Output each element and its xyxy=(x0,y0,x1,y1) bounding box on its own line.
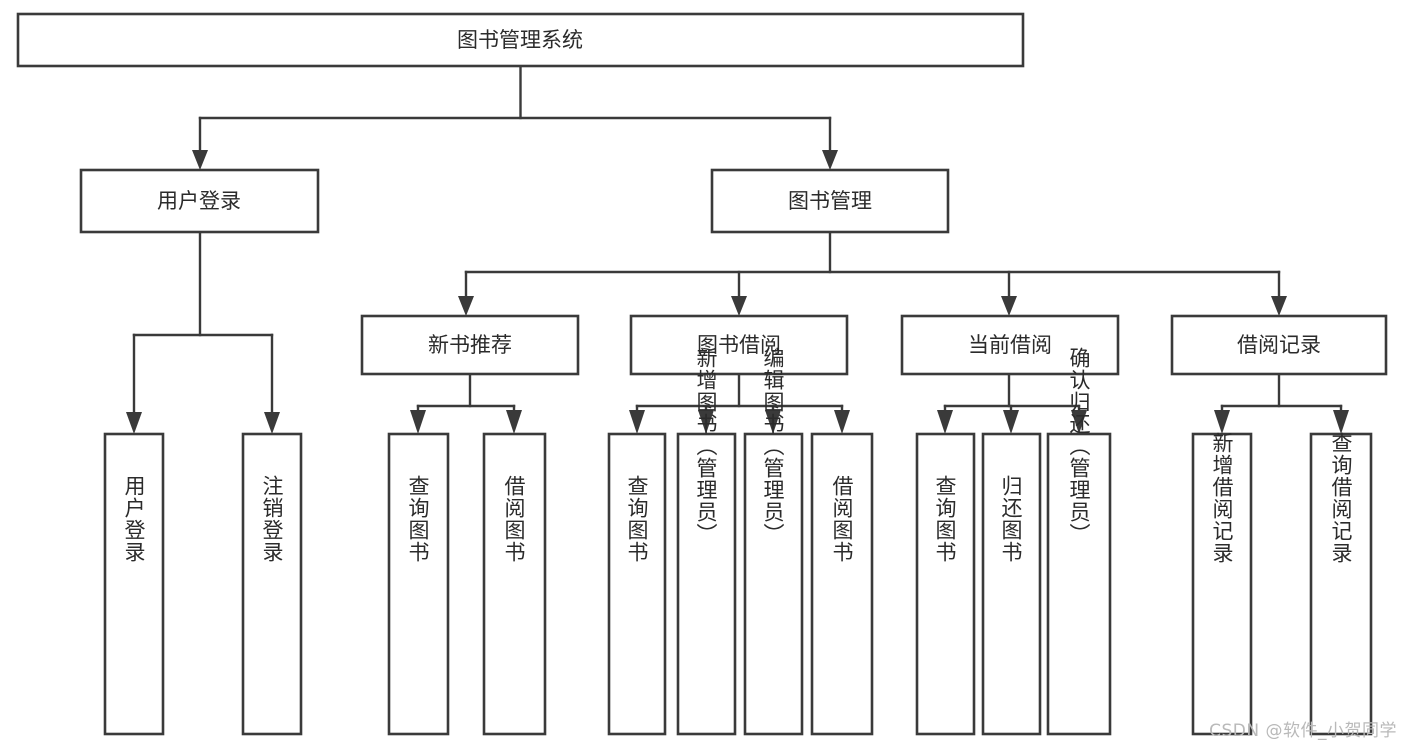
node-leaf-confirm-return[interactable]: 确认归还（管理员） xyxy=(1046,347,1112,736)
node-leaf-query-book-2[interactable]: 查询图书 xyxy=(607,432,667,736)
node-leaf-edit-book[interactable]: 编辑图书（管理员） xyxy=(743,347,804,736)
node-leaf-add-record[interactable]: 新增借阅记录 xyxy=(1191,432,1253,736)
leaf-logout-login-label: 注销登录 xyxy=(260,475,284,563)
node-leaf-query-book-1[interactable]: 查询图书 xyxy=(387,432,450,736)
borrow-record-label: 借阅记录 xyxy=(1237,333,1321,357)
arrowhead-to-leaf-borrow-book-2 xyxy=(834,410,850,434)
book-manage-box[interactable] xyxy=(710,168,950,234)
arrowhead-to-leaf-add-book xyxy=(698,410,714,434)
arrowhead-to-leaf-add-record xyxy=(1214,410,1230,434)
arrowhead-to-leaf-query-book-1 xyxy=(410,410,426,434)
node-leaf-logout-login[interactable]: 注销登录 xyxy=(241,432,303,736)
arrowhead-to-borrow-record xyxy=(1271,296,1287,316)
arrowhead-to-leaf-query-book-3 xyxy=(937,410,953,434)
leaf-confirm-return-box[interactable] xyxy=(1046,432,1112,736)
node-borrow-record[interactable]: 借阅记录 xyxy=(1170,314,1388,376)
leaf-query-book-1-label: 查询图书 xyxy=(406,475,430,563)
node-leaf-borrow-book-2[interactable]: 借阅图书 xyxy=(810,432,874,736)
new-book-rec-label: 新书推荐 xyxy=(428,333,512,357)
arrowhead-layer xyxy=(126,150,1349,434)
node-current-borrow[interactable]: 当前借阅 xyxy=(900,314,1120,376)
root-label: 图书管理系统 xyxy=(457,28,583,52)
leaf-borrow-book-1-label: 借阅图书 xyxy=(502,475,526,563)
user-login-label: 用户登录 xyxy=(157,189,241,213)
arrowhead-to-leaf-return-book xyxy=(1003,410,1019,434)
leaf-query-book-3-label: 查询图书 xyxy=(933,475,957,563)
node-leaf-borrow-book-1[interactable]: 借阅图书 xyxy=(482,432,547,736)
arrowhead-to-book-borrow xyxy=(731,296,747,316)
node-leaf-return-book[interactable]: 归还图书 xyxy=(981,432,1042,736)
leaf-query-record-box[interactable] xyxy=(1309,432,1373,736)
node-leaf-user-login[interactable]: 用户登录 xyxy=(103,432,165,736)
leaf-return-book-label: 归还图书 xyxy=(999,475,1023,563)
arrowhead-to-leaf-logout-login xyxy=(264,412,280,434)
leaf-query-book-2-label: 查询图书 xyxy=(625,475,649,563)
node-leaf-query-book-3[interactable]: 查询图书 xyxy=(915,432,976,736)
leaf-edit-book-label: 编辑图书（管理员） xyxy=(761,347,785,545)
root-box[interactable] xyxy=(16,12,1025,68)
arrowhead-to-book-manage xyxy=(822,150,838,170)
node-new-book-rec[interactable]: 新书推荐 xyxy=(360,314,580,376)
leaf-user-login-label: 用户登录 xyxy=(122,475,146,563)
leaf-add-record-box[interactable] xyxy=(1191,432,1253,736)
arrowhead-to-current-borrow xyxy=(1001,296,1017,316)
book-manage-label: 图书管理 xyxy=(788,189,872,213)
node-root[interactable]: 图书管理系统 xyxy=(16,12,1025,68)
leaf-query-book-1-box[interactable] xyxy=(387,432,450,736)
leaf-add-book-label: 新增图书（管理员） xyxy=(694,347,718,545)
borrow-record-box[interactable] xyxy=(1170,314,1388,376)
arrowhead-to-leaf-query-book-2 xyxy=(629,410,645,434)
leaf-return-book-box[interactable] xyxy=(981,432,1042,736)
leaf-user-login-box[interactable] xyxy=(103,432,165,736)
leaf-add-book-box[interactable] xyxy=(676,432,737,736)
leaf-query-book-3-box[interactable] xyxy=(915,432,976,736)
leaf-borrow-book-1-box[interactable] xyxy=(482,432,547,736)
leaf-query-book-2-box[interactable] xyxy=(607,432,667,736)
node-leaf-add-book[interactable]: 新增图书（管理员） xyxy=(676,347,737,736)
arrowhead-to-leaf-user-login xyxy=(126,412,142,434)
leaf-borrow-book-2-label: 借阅图书 xyxy=(830,475,854,563)
book-borrow-label: 图书借阅 xyxy=(697,333,781,357)
leaf-edit-book-box[interactable] xyxy=(743,432,804,736)
node-book-borrow[interactable]: 图书借阅 xyxy=(629,314,849,376)
leaf-borrow-book-2-box[interactable] xyxy=(810,432,874,736)
leaf-confirm-return-label: 确认归还（管理员） xyxy=(1067,347,1091,545)
node-leaf-query-record[interactable]: 查询借阅记录 xyxy=(1309,432,1373,736)
leaf-query-record-label: 查询借阅记录 xyxy=(1329,432,1353,564)
node-user-login[interactable]: 用户登录 xyxy=(79,168,320,234)
node-book-manage[interactable]: 图书管理 xyxy=(710,168,950,234)
arrowhead-to-leaf-edit-book xyxy=(765,410,781,434)
arrowhead-to-leaf-query-record xyxy=(1333,410,1349,434)
new-book-rec-box[interactable] xyxy=(360,314,580,376)
book-borrow-box[interactable] xyxy=(629,314,849,376)
arrowhead-to-new-book-rec xyxy=(458,296,474,316)
current-borrow-label: 当前借阅 xyxy=(968,333,1052,357)
leaf-add-record-label: 新增借阅记录 xyxy=(1210,432,1234,564)
arrowhead-to-leaf-borrow-book-1 xyxy=(506,410,522,434)
user-login-box[interactable] xyxy=(79,168,320,234)
arrowhead-to-leaf-confirm-return xyxy=(1071,410,1087,434)
arrowhead-to-user-login xyxy=(192,150,208,170)
leaf-logout-login-box[interactable] xyxy=(241,432,303,736)
current-borrow-box[interactable] xyxy=(900,314,1120,376)
